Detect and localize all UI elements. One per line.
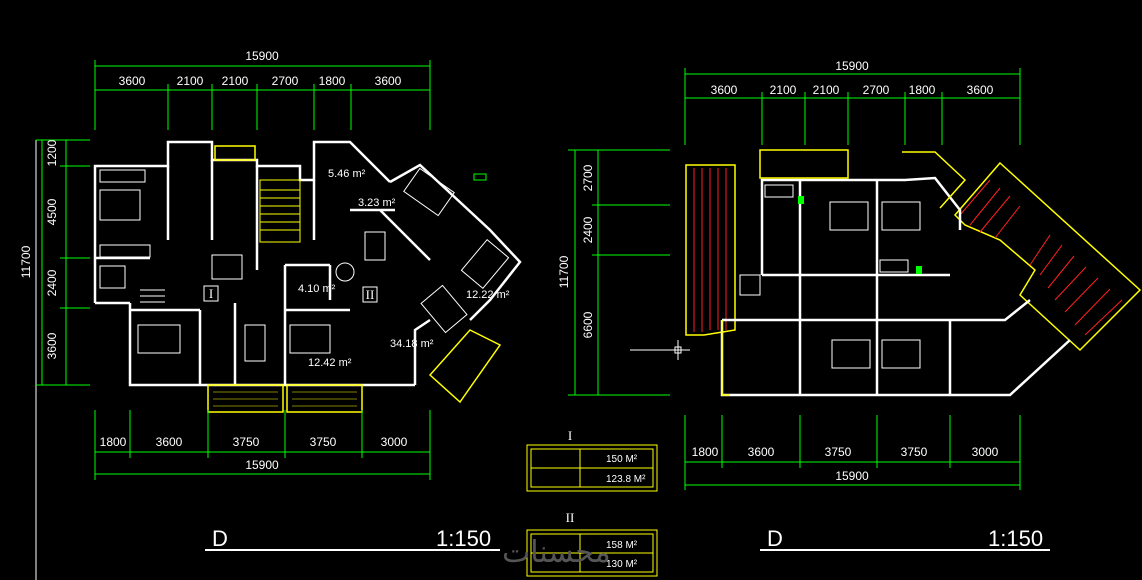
dim: 1800 [692,445,719,459]
dim: 3600 [711,83,738,97]
unit-label: I [209,286,213,301]
left-walls [93,140,522,387]
table-label: II [566,510,575,525]
right-bottom-total: 15900 [835,469,869,483]
dim: 3600 [119,74,146,88]
dim: 2100 [770,83,797,97]
left-side-dims: 1200 4500 2400 3600 [45,139,59,359]
green-marker [473,173,487,181]
dim: 1800 [319,74,346,88]
left-unit-labels: I II [203,285,378,303]
left-bottom-total: 15900 [245,458,279,472]
dim: 1200 [45,139,59,166]
watermark: محسنات [502,535,611,570]
left-plan: 15900 3600 2100 2100 2700 1800 3600 1170… [19,49,522,551]
right-top-dimension-lines [684,68,1021,145]
dim: 3750 [901,445,928,459]
left-bottom-dims: 1800 3600 3750 3750 3000 [100,435,408,449]
dim: 3600 [375,74,402,88]
dim: 1800 [909,83,936,97]
left-title-letter: D [212,526,228,551]
left-furniture [99,167,510,362]
area-label: 12.42 m² [308,357,352,369]
dim: 1800 [100,435,127,449]
right-plan: 15900 3600 2100 2100 2700 1800 3600 1170… [557,59,1142,551]
dim: 6600 [581,311,595,338]
right-balconies [721,149,967,396]
dim: 2700 [863,83,890,97]
green-marker [916,266,922,274]
dim: 3600 [967,83,994,97]
dim: 2400 [45,269,59,296]
right-crosshair [630,340,690,360]
dim: 2700 [272,74,299,88]
area-table-2: II 158 M² 130 M² [526,510,658,577]
right-bottom-dimension-lines [684,415,1021,490]
table-cell: 158 M² [606,540,638,551]
left-stair-2 [140,289,165,303]
area-label: 34.18 m² [390,338,434,350]
left-bottom-dimension-lines [94,410,431,480]
dim: 3600 [748,445,775,459]
left-top-dims: 3600 2100 2100 2700 1800 3600 [119,74,402,88]
right-top-dims: 3600 2100 2100 2700 1800 3600 [711,83,994,97]
left-top-dimension-lines [94,60,431,130]
right-title-letter: D [767,526,783,551]
right-side-total: 11700 [557,255,571,288]
dim: 3000 [381,435,408,449]
right-walls [720,176,1071,397]
dim: 2100 [813,83,840,97]
green-marker [798,196,804,204]
left-scale: 1:150 [436,526,491,551]
dim: 3750 [310,435,337,449]
table-label: I [568,428,572,443]
right-bottom-dims: 1800 3600 3750 3750 3000 [692,445,999,459]
dim: 2400 [581,216,595,243]
dim: 3600 [156,435,183,449]
right-roof-hatch [685,161,1142,352]
left-area-labels: 5.46 m² 3.23 m² 4.10 m² 12.22 m² 12.42 m… [298,168,510,369]
left-side-total: 11700 [19,245,33,278]
dim: 3750 [233,435,260,449]
unit-label: II [366,287,375,302]
dim: 3600 [45,332,59,359]
right-scale: 1:150 [988,526,1043,551]
left-balconies [207,145,502,413]
table-cell: 123.8 M² [606,474,646,485]
area-label: 3.23 m² [358,197,396,209]
left-balcony-hatch [213,391,357,407]
table-cell: 150 M² [606,454,638,465]
area-label: 12.22 m² [466,289,510,301]
area-label: 4.10 m² [298,283,336,295]
right-furniture [739,184,921,369]
right-top-total: 15900 [835,59,869,73]
right-side-dimension-lines [568,149,670,396]
dim: 2100 [177,74,204,88]
left-stair [259,179,301,243]
dim: 2700 [581,164,595,191]
dim: 4500 [45,198,59,225]
dim: 2100 [222,74,249,88]
dim: 3750 [825,445,852,459]
left-side-dimension-lines [36,139,90,386]
dim: 3000 [972,445,999,459]
table-cell: 130 M² [606,559,638,570]
left-top-total: 15900 [245,49,279,63]
area-label: 5.46 m² [328,168,366,180]
area-table-1: I 150 M² 123.8 M² [526,428,658,492]
right-side-dims: 2700 2400 6600 [581,164,595,338]
